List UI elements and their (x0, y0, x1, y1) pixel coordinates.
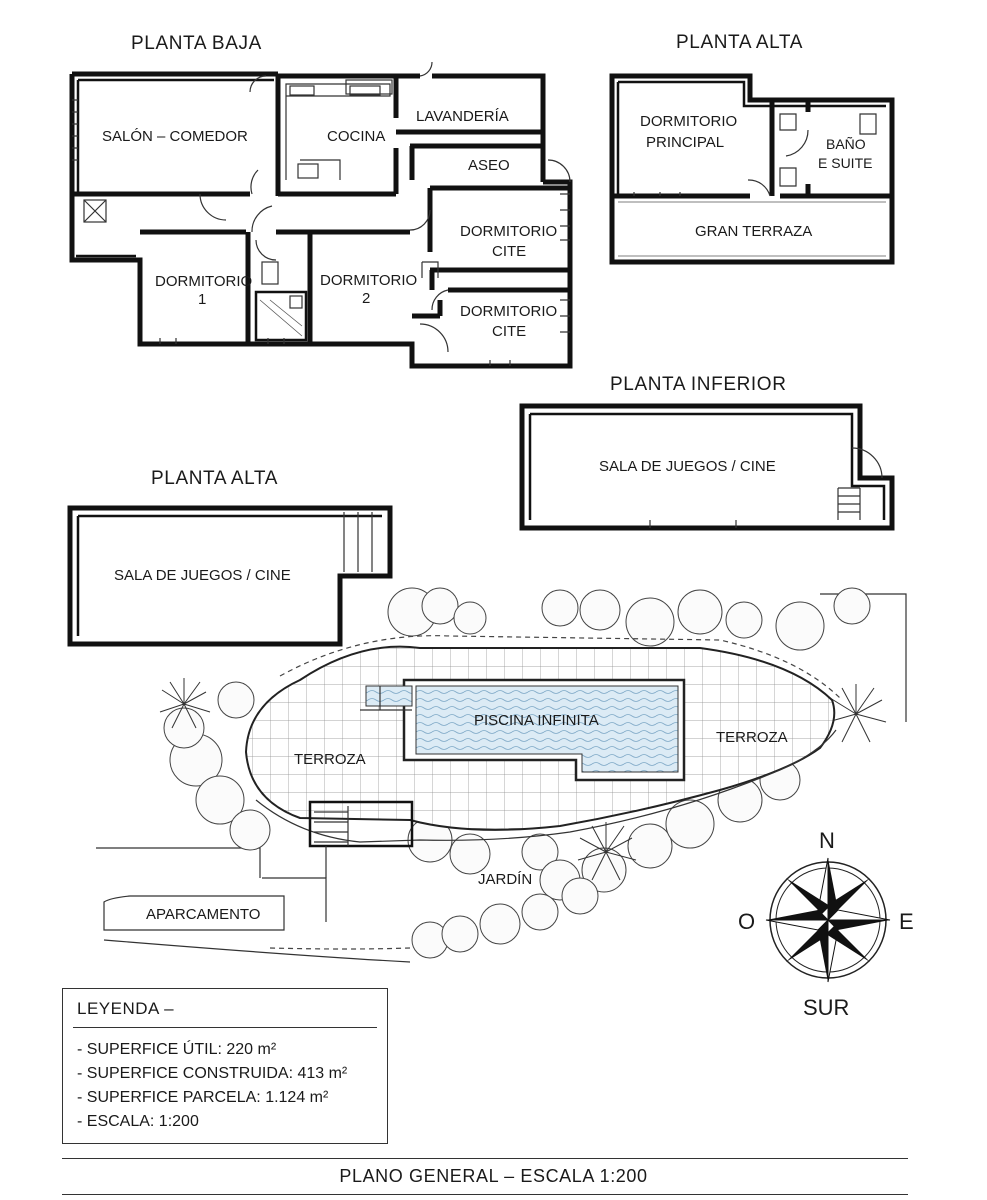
terrace-left-label: TERROZA (294, 751, 366, 768)
footer-rule-top (62, 1158, 908, 1159)
legend-item-superficie-construida: - SUPERFICE CONSTRUIDA: 413 m² (77, 1065, 348, 1082)
parking-label: APARCAMENTO (146, 906, 260, 923)
planta-baja: PLANTA BAJA (69, 33, 573, 369)
legend-divider (73, 1027, 377, 1028)
compass-south: SUR (803, 995, 849, 1020)
planta-alta-upper-title: PLANTA ALTA (676, 32, 803, 53)
room-label-dormitorio-cite-1-line2: CITE (492, 243, 526, 260)
room-labels-planta-baja: SALÓN – COMEDOR COCINA LAVANDERÍA ASEO D… (102, 108, 557, 340)
compass-west: O (738, 909, 755, 934)
planta-baja-title: PLANTA BAJA (131, 33, 262, 54)
room-label-dormitorio-cite-2-line2: CITE (492, 323, 526, 340)
room-label-dormitorio-2-line2: 2 (362, 290, 370, 307)
palm-trees (159, 678, 887, 881)
room-label-sala-juegos-inferior: SALA DE JUEGOS / CINE (599, 458, 776, 475)
compass-rose: N SUR E O (738, 828, 914, 1020)
room-label-salon-comedor: SALÓN – COMEDOR (102, 128, 248, 145)
pool: PISCINA INFINITA (360, 678, 686, 782)
room-label-sala-juegos-alta: SALA DE JUEGOS / CINE (114, 567, 291, 584)
room-label-bano-line1: BAÑO (826, 136, 866, 152)
planta-alta-lower: PLANTA ALTA SALA DE JUEGOS / CINE (67, 468, 393, 647)
footer-rule-bottom (62, 1194, 908, 1195)
room-label-lavanderia: LAVANDERÍA (416, 108, 509, 125)
room-label-dormitorio-principal-line2: PRINCIPAL (646, 134, 724, 151)
footer-title: PLANO GENERAL – ESCALA 1:200 (339, 1166, 648, 1186)
room-label-cocina: COCINA (327, 128, 385, 145)
room-label-dormitorio-cite-1-line1: DORMITORIO (460, 223, 557, 240)
room-label-bano-line2: E SUITE (818, 155, 872, 171)
garden-label: JARDÍN (478, 871, 532, 888)
room-label-aseo: ASEO (468, 157, 510, 174)
legend-item-escala: - ESCALA: 1:200 (77, 1113, 199, 1130)
planta-alta-lower-title: PLANTA ALTA (151, 468, 278, 489)
terrace-right-label: TERROZA (716, 729, 788, 746)
legend: LEYENDA – - SUPERFICE ÚTIL: 220 m² - SUP… (62, 988, 388, 1144)
room-label-gran-terraza: GRAN TERRAZA (695, 223, 812, 240)
planta-inferior-title: PLANTA INFERIOR (610, 374, 787, 395)
room-label-dormitorio-cite-2-line1: DORMITORIO (460, 303, 557, 320)
legend-item-superficie-parcela: - SUPERFICE PARCELA: 1.124 m² (77, 1089, 329, 1106)
site-plan: PISCINA INFINITA TERROZA TERROZA JARDÍN … (96, 587, 907, 963)
compass-east: E (899, 909, 914, 934)
legend-item-superficie-util: - SUPERFICE ÚTIL: 220 m² (77, 1041, 277, 1058)
room-label-dormitorio-2-line1: DORMITORIO (320, 272, 417, 289)
legend-title: LEYENDA – (77, 999, 175, 1018)
planta-inferior: PLANTA INFERIOR SALA DE JUEGOS / CINE (519, 374, 895, 531)
vegetation (163, 587, 871, 959)
pool-label: PISCINA INFINITA (474, 712, 599, 729)
room-label-dormitorio-1-line1: DORMITORIO (155, 273, 252, 290)
compass-north: N (819, 828, 835, 853)
planta-alta-upper: PLANTA ALTA DORMITORIO PRINCIPAL BAÑO E … (609, 32, 895, 265)
room-label-dormitorio-principal-line1: DORMITORIO (640, 113, 737, 130)
room-label-dormitorio-1-line2: 1 (198, 291, 206, 308)
